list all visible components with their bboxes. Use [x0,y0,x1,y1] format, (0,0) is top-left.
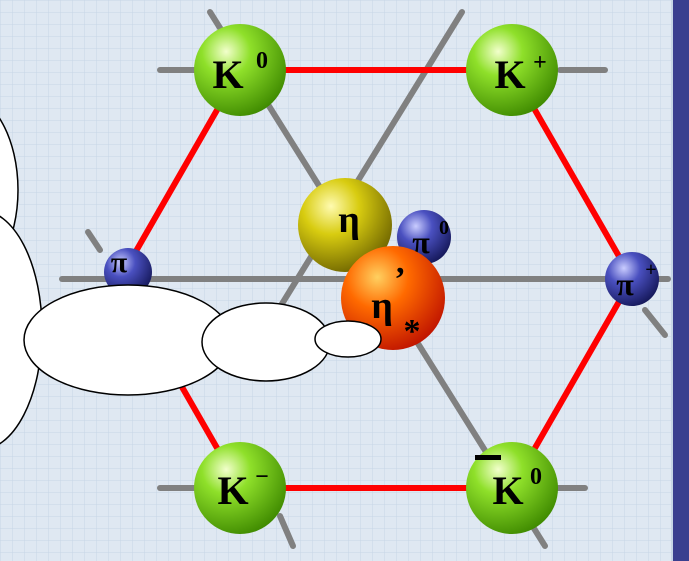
k0-bar-particle: K 0 [466,442,558,534]
eta-particle: η [298,178,392,272]
eta-prime-sub: * [404,313,421,350]
pi-plus-sup: + [645,259,656,281]
pi0-base: π [412,224,430,260]
k-plus-sup: + [533,50,547,76]
eta-base: η [338,199,360,241]
bubble-small [201,302,331,382]
bubble-medium [23,284,233,396]
k0-top-base: K [212,52,243,97]
axis-piminus-stub [85,229,103,253]
pi0-sup: 0 [439,217,449,239]
pi-plus-base: π [616,266,634,302]
k0-bar-sup: 0 [530,464,542,490]
pi-minus-particle: π [104,246,152,296]
eta-prime-sup: ’ [394,261,405,298]
axis-lower-left-spoke [277,513,296,549]
axis-piplus-stub [642,307,668,338]
k-plus-base: K [494,52,525,97]
k0-bar-overline [475,455,501,460]
k0-top-particle: K 0 [194,24,286,116]
k-minus-base: K [217,468,248,513]
k-minus-sup: − [255,464,269,490]
k0-top-sup: 0 [256,48,268,74]
k-minus-particle: K − [194,442,286,534]
pi-minus-base: π [111,246,128,279]
right-bar [672,0,689,561]
pi-plus-particle: π + [605,252,659,306]
thought-bubbles [0,117,382,445]
eta-prime-base: η [371,285,393,327]
bubble-tiny [314,320,382,358]
k-plus-particle: K + [466,24,558,116]
k0-bar-base: K [492,468,523,513]
axis-diagonal-right [269,9,465,323]
